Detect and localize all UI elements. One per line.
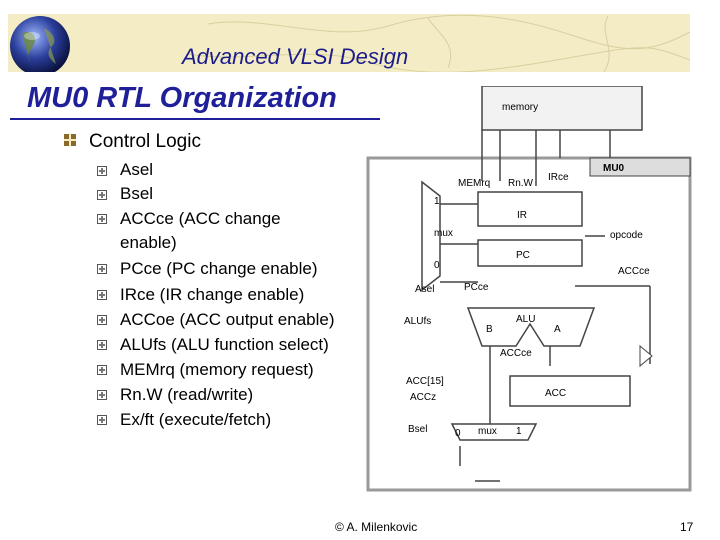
mux-a xyxy=(421,180,441,292)
acc-register xyxy=(509,375,631,407)
acc-label: ACC xyxy=(545,388,566,399)
list-item: ALUfs (ALU function select) xyxy=(120,335,329,354)
pcce-label: PCce xyxy=(464,282,489,293)
alufs-label: ALUfs xyxy=(404,316,431,327)
list-item: Ex/ft (execute/fetch) xyxy=(120,410,272,429)
sub-bullet-icon xyxy=(97,340,107,350)
footer-author: © A. Milenkovic xyxy=(335,520,418,534)
sub-bullet-icon xyxy=(97,166,107,176)
alu-a: A xyxy=(554,324,561,335)
sub-bullet-icon xyxy=(97,290,107,300)
sub-bullet-icon xyxy=(97,390,107,400)
memory-block xyxy=(481,86,643,131)
ir-register xyxy=(477,191,583,227)
acc15-label: ACC[15] xyxy=(406,376,444,387)
sub-bullet-icon xyxy=(97,214,107,224)
mu0-diagram: memory MU0 IR PC 1 mux 0 ALU B A ACC 0 m… xyxy=(366,86,692,492)
list-item: Bsel xyxy=(120,184,154,203)
list-item: Asel xyxy=(120,160,154,179)
accce-right-label: ACCce xyxy=(618,266,650,277)
sub-bullet-icon xyxy=(97,315,107,325)
bsel-label: Bsel xyxy=(408,424,427,435)
sub-bullet-icon xyxy=(97,190,107,200)
sub-bullet-icon xyxy=(97,264,107,274)
mux-b xyxy=(450,423,538,441)
asel-label: Asel xyxy=(415,284,434,295)
pc-register xyxy=(477,239,583,267)
page-number: 17 xyxy=(680,520,694,534)
mux-b-label: mux xyxy=(478,426,497,437)
list-item: ACCoe (ACC output enable) xyxy=(120,310,335,329)
memrq-label: MEMrq xyxy=(458,178,490,189)
slide-title: MU0 RTL Organization xyxy=(27,82,337,114)
mux-a-label: mux xyxy=(434,228,453,239)
bullet-level1: Control Logic xyxy=(89,131,201,152)
opcode-label: opcode xyxy=(610,230,643,241)
ir-label: IR xyxy=(517,210,527,221)
title-rule xyxy=(10,118,380,120)
rnw-label: Rn.W xyxy=(508,178,534,189)
alu-label: ALU xyxy=(516,314,535,325)
sub-bullet-icon xyxy=(97,365,107,375)
alu-block xyxy=(466,307,596,347)
map-background xyxy=(187,14,690,72)
list-item: PCce (PC change enable) xyxy=(120,259,318,278)
sub-bullet-icon xyxy=(97,415,107,425)
mux-b-zero: 0 xyxy=(455,428,461,439)
accz-label: ACCz xyxy=(410,392,436,403)
mu0-label: MU0 xyxy=(603,163,625,174)
mux-b-one: 1 xyxy=(516,426,522,437)
header-band: Advanced VLSI Design xyxy=(8,14,690,72)
pc-label: PC xyxy=(516,250,530,261)
header-title: Advanced VLSI Design xyxy=(182,44,409,69)
globe-icon xyxy=(10,16,70,72)
list-item: ACCce (ACC change enable) xyxy=(120,209,281,252)
bullet-icon xyxy=(64,134,76,146)
memory-label: memory xyxy=(502,102,538,113)
mux-a-zero: 0 xyxy=(434,260,440,271)
irce-label: IRce xyxy=(548,172,569,183)
list-item: IRce (IR change enable) xyxy=(120,285,305,304)
alu-b: B xyxy=(486,324,493,335)
output-buffer xyxy=(639,344,653,368)
accce-mid-label: ACCce xyxy=(500,348,532,359)
list-item: Rn.W (read/write) xyxy=(120,385,254,404)
mu0-label-box xyxy=(589,157,691,177)
mux-a-one: 1 xyxy=(434,196,440,207)
list-item: MEMrq (memory request) xyxy=(120,360,314,379)
